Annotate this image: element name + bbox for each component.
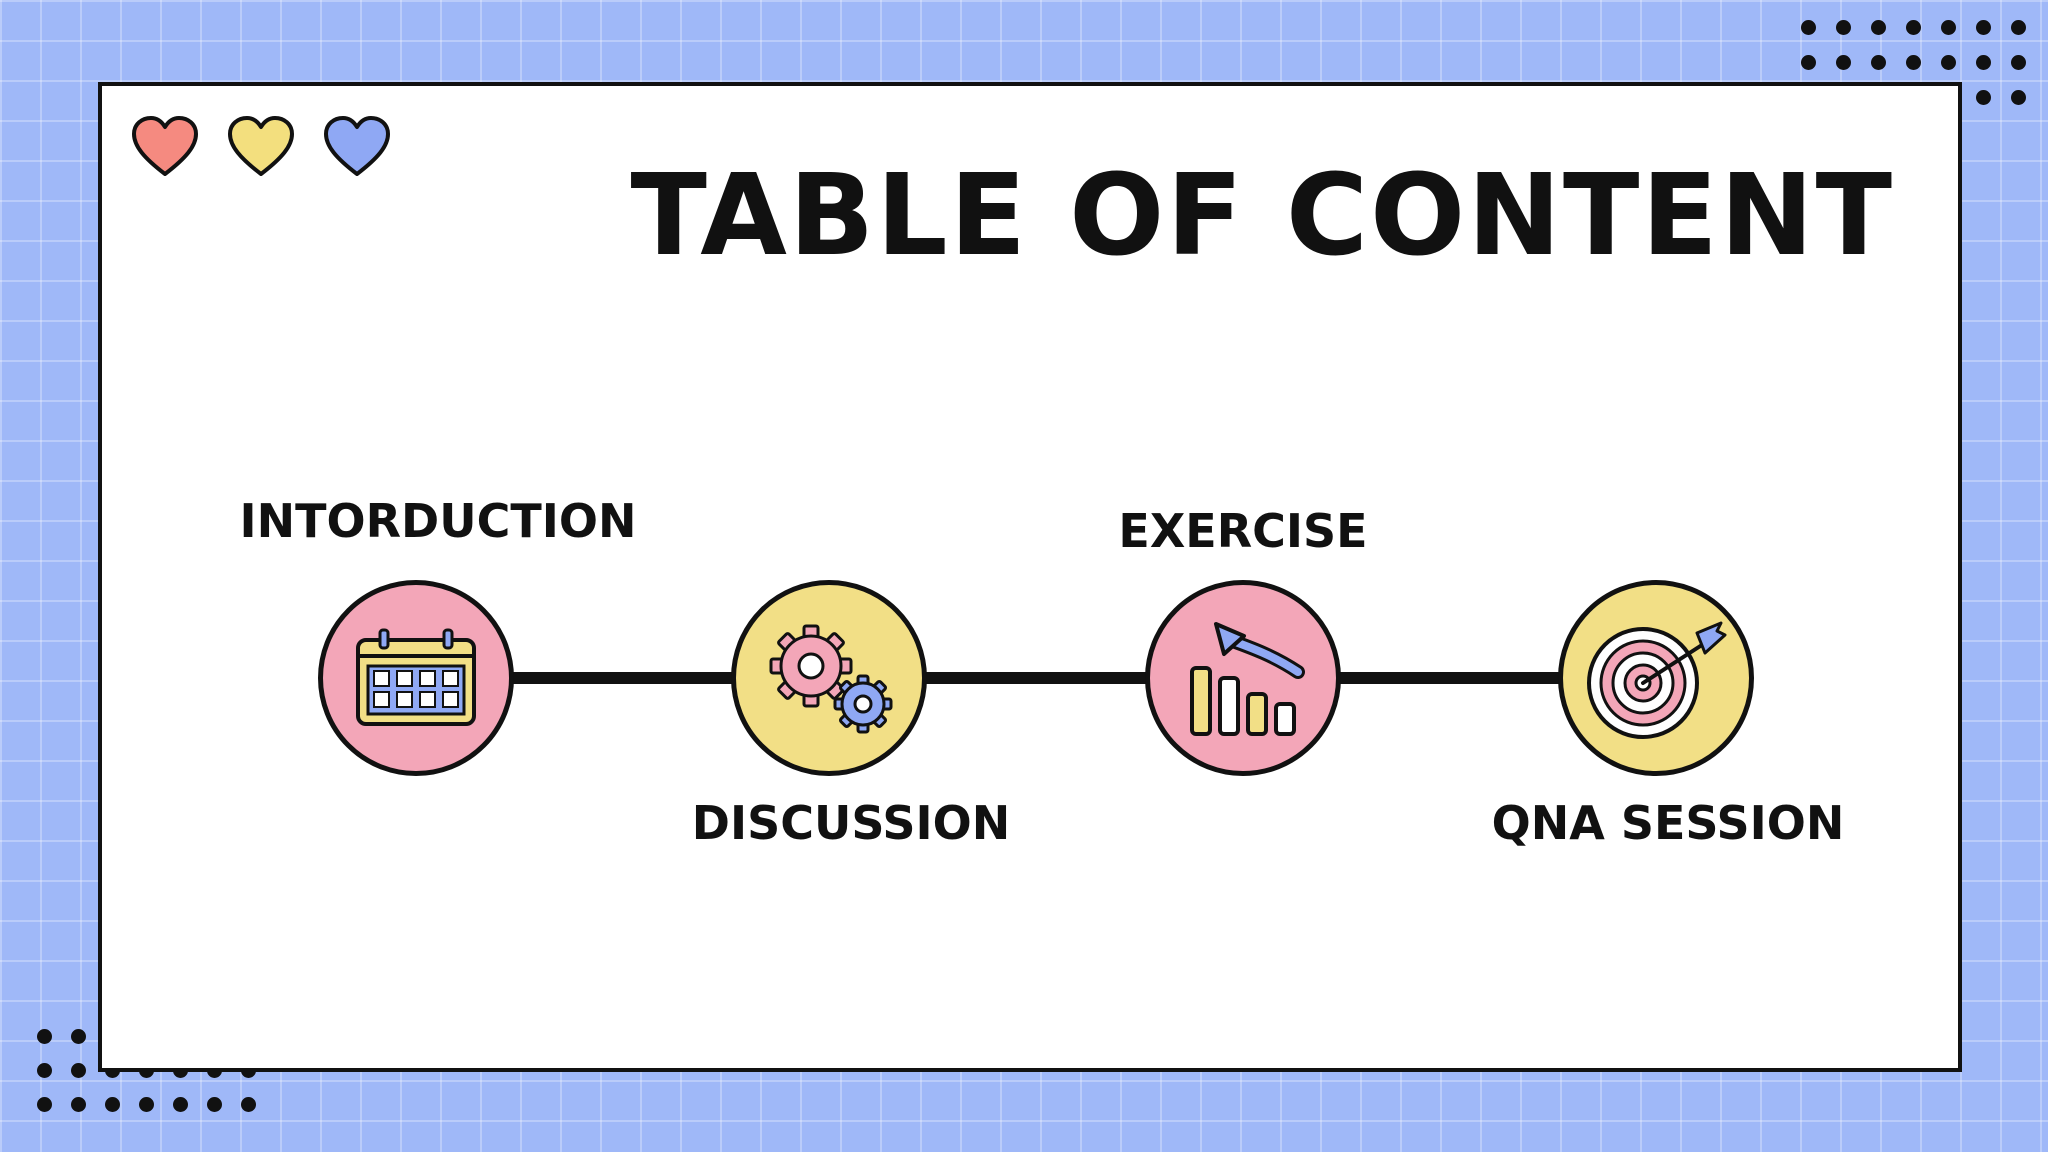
step-label-qna-session: QNA SESSION (1491, 796, 1845, 850)
step-label-introduction: INTORDUCTION (239, 494, 637, 548)
heart-icon (226, 114, 296, 178)
heart-shape (132, 116, 198, 176)
heart-icon (322, 114, 392, 178)
step-circle-discussion[interactable] (731, 580, 927, 776)
heart-icon (130, 114, 200, 178)
step-circle-exercise[interactable] (1145, 580, 1341, 776)
step-label-exercise: EXERCISE (1118, 504, 1368, 558)
slide-card: TABLE OF CONTENT INTORDUCTION (98, 82, 1962, 1072)
calendar-icon (356, 628, 476, 726)
step-label-discussion: DISCUSSION (691, 796, 1011, 850)
hearts-group (130, 114, 392, 178)
target-icon (1587, 621, 1727, 739)
page-title: TABLE OF CONTENT (630, 151, 1894, 281)
step-circle-introduction[interactable] (318, 580, 514, 776)
gears-icon (769, 624, 893, 734)
step-circle-qna-session[interactable] (1558, 580, 1754, 776)
timeline-connector (416, 672, 1726, 684)
bar-chart-arrow-icon (1190, 622, 1305, 736)
dot-pattern-top-right (1801, 20, 2026, 105)
